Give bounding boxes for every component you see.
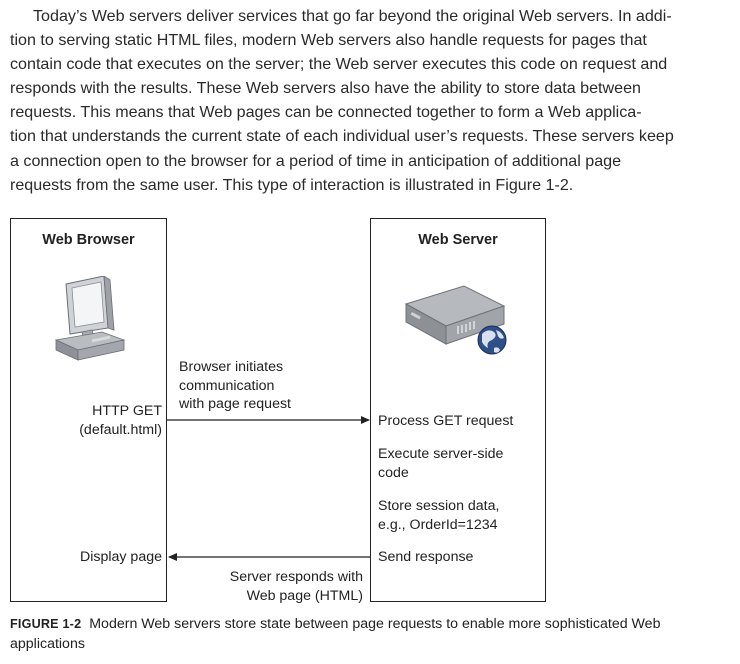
body-paragraph: Today’s Web servers deliver services tha… <box>0 4 740 197</box>
request-label-line: with page request <box>179 396 291 412</box>
request-label-line: communication <box>179 377 275 394</box>
paragraph-line: Today’s Web servers deliver services tha… <box>33 7 672 25</box>
desktop-computer-icon <box>54 276 126 361</box>
paragraph-line: responds with the results. These Web ser… <box>10 79 641 98</box>
web-browser-title: Web Browser <box>42 232 135 248</box>
paragraph-line: tion to serving static HTML files, moder… <box>10 31 647 50</box>
paragraph-line: requests from the same user. This type o… <box>10 175 574 194</box>
request-label-line: Browser initiates <box>179 359 284 375</box>
http-get-label: HTTP GET (default.html) <box>40 402 162 439</box>
step-line: Execute server-side <box>378 446 504 462</box>
http-get-file: (default.html) <box>79 421 162 438</box>
figure-caption-text: Modern Web servers store state between p… <box>10 616 661 652</box>
paragraph-line: a connection open to the browser for a p… <box>10 151 622 170</box>
server-step-store-session: Store session data, e.g., OrderId=1234 <box>378 497 499 534</box>
server-with-globe-icon <box>404 285 507 355</box>
server-step-process-get: Process GET request <box>378 412 513 431</box>
step-line: code <box>378 464 409 481</box>
paragraph-line: contain code that executes on the server… <box>10 55 668 74</box>
server-step-execute-code: Execute server-side code <box>378 445 503 482</box>
figure-caption: FIGURE 1-2 Modern Web servers store stat… <box>10 614 730 654</box>
step-line: Send response <box>378 549 474 565</box>
request-label: Browser initiates communication with pag… <box>179 358 291 414</box>
response-label-line: Web page (HTML) <box>246 587 363 604</box>
web-browser-box: Web Browser <box>10 218 167 602</box>
step-line: e.g., OrderId=1234 <box>378 516 498 533</box>
display-page-label: Display page <box>79 549 162 565</box>
paragraph-line: tion that understands the current state … <box>10 127 674 146</box>
step-line: Process GET request <box>378 413 514 429</box>
http-get-line: HTTP GET <box>92 403 162 419</box>
step-line: Store session data, <box>378 498 500 514</box>
web-server-title: Web Server <box>418 232 498 248</box>
paragraph-line: requests. This means that Web pages can … <box>10 103 642 122</box>
web-server-box: Web Server <box>370 218 546 602</box>
response-label: Server responds with Web page (HTML) <box>200 568 363 605</box>
server-step-send-response: Send response <box>378 548 473 567</box>
figure-number: FIGURE 1-2 <box>10 617 82 631</box>
response-label-line: Server responds with <box>229 569 363 585</box>
